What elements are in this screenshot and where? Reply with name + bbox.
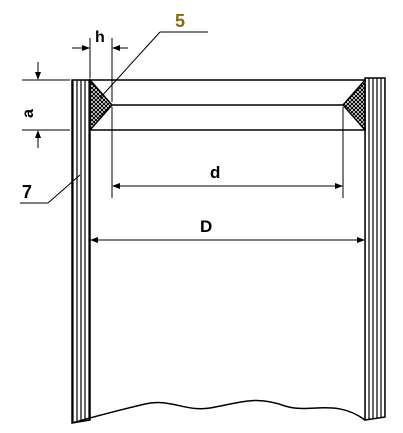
right-wall	[364, 77, 386, 421]
left-wall	[71, 79, 91, 424]
label-part-7: 7	[22, 182, 32, 202]
dimension-d	[111, 107, 344, 198]
ring-plate	[90, 79, 365, 131]
label-d: d	[210, 163, 220, 182]
label-a: a	[20, 109, 37, 118]
dimension-a	[22, 62, 70, 148]
break-line	[71, 399, 366, 424]
weld-right	[342, 78, 366, 132]
callout-5-leader	[99, 31, 208, 99]
label-part-5: 5	[175, 11, 185, 31]
dimension-h	[72, 38, 128, 102]
callout-7-leader	[20, 174, 81, 204]
label-D: D	[200, 217, 212, 236]
weld-left	[89, 78, 113, 132]
label-h: h	[95, 29, 105, 46]
